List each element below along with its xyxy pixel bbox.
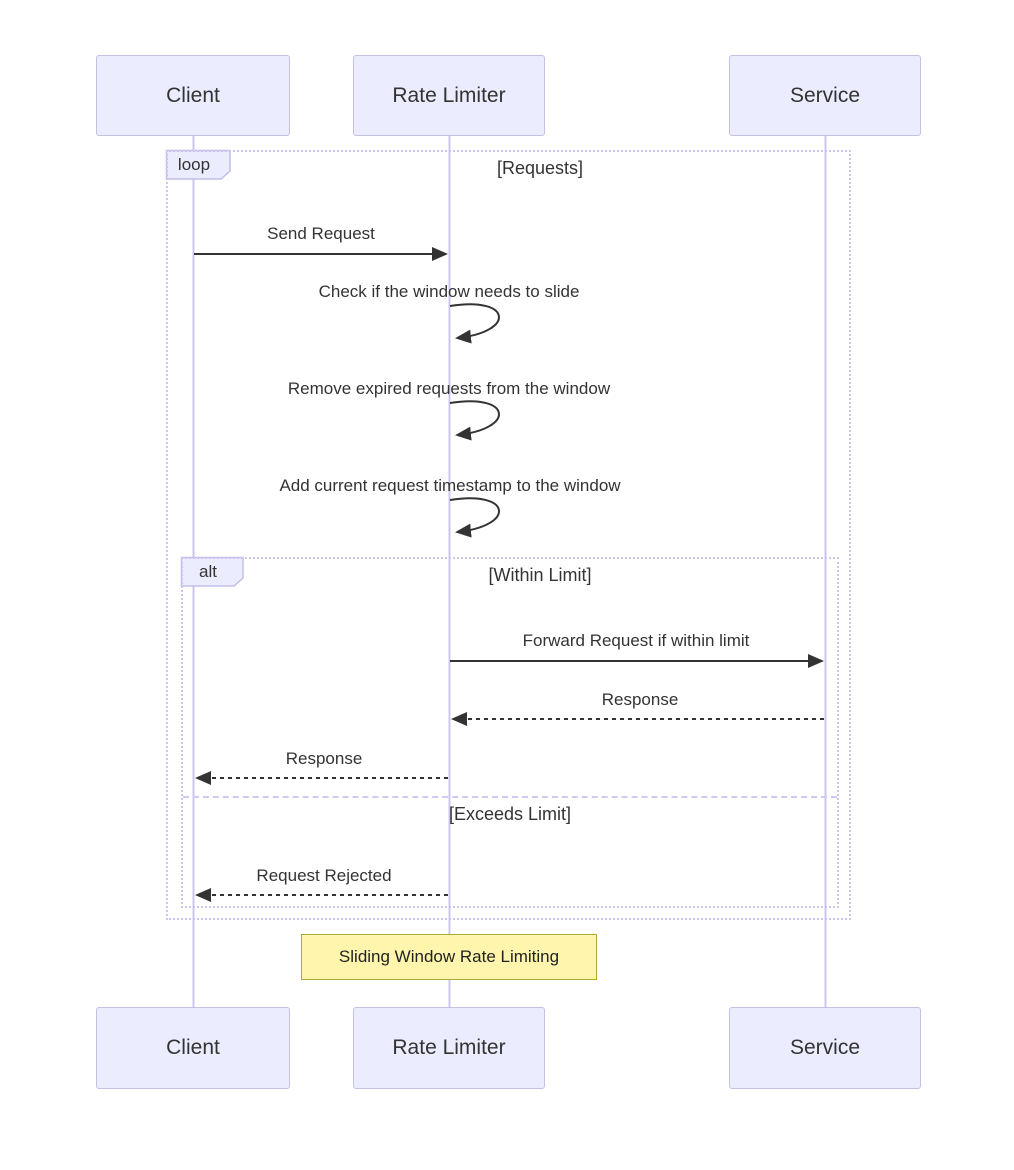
- actor-top-service: Service: [729, 55, 921, 136]
- message-response-to-rate-limiter: Response: [601, 690, 679, 709]
- self-arrow-check-window: [449, 303, 500, 344]
- message-remove-expired: Remove expired requests from the window: [287, 379, 611, 398]
- alt-frame: [181, 557, 839, 908]
- actor-bottom-rate-limiter: Rate Limiter: [353, 1007, 545, 1089]
- loop-condition: [Requests]: [496, 158, 584, 178]
- self-arrow-add-timestamp: [449, 497, 500, 538]
- alt-branch-divider: [183, 796, 837, 798]
- message-send-request: Send Request: [267, 224, 375, 243]
- actor-top-client: Client: [96, 55, 290, 136]
- alt-condition-within-limit: [Within Limit]: [488, 565, 592, 585]
- message-check-window: Check if the window needs to slide: [318, 282, 580, 301]
- self-arrow-remove-expired: [449, 400, 500, 441]
- message-add-timestamp: Add current request timestamp to the win…: [279, 476, 621, 495]
- loop-frame: [166, 150, 851, 920]
- actor-bottom-client: Client: [96, 1007, 290, 1089]
- note-sliding-window: Sliding Window Rate Limiting: [301, 934, 597, 980]
- alt-condition-exceeds-limit: [Exceeds Limit]: [448, 804, 572, 824]
- message-request-rejected: Request Rejected: [256, 866, 392, 885]
- actor-bottom-service: Service: [729, 1007, 921, 1089]
- message-forward-request: Forward Request if within limit: [522, 631, 750, 650]
- alt-frame-label: alt: [199, 562, 217, 581]
- message-response-to-client: Response: [285, 749, 363, 768]
- loop-frame-label: loop: [177, 155, 211, 174]
- actor-top-rate-limiter: Rate Limiter: [353, 55, 545, 136]
